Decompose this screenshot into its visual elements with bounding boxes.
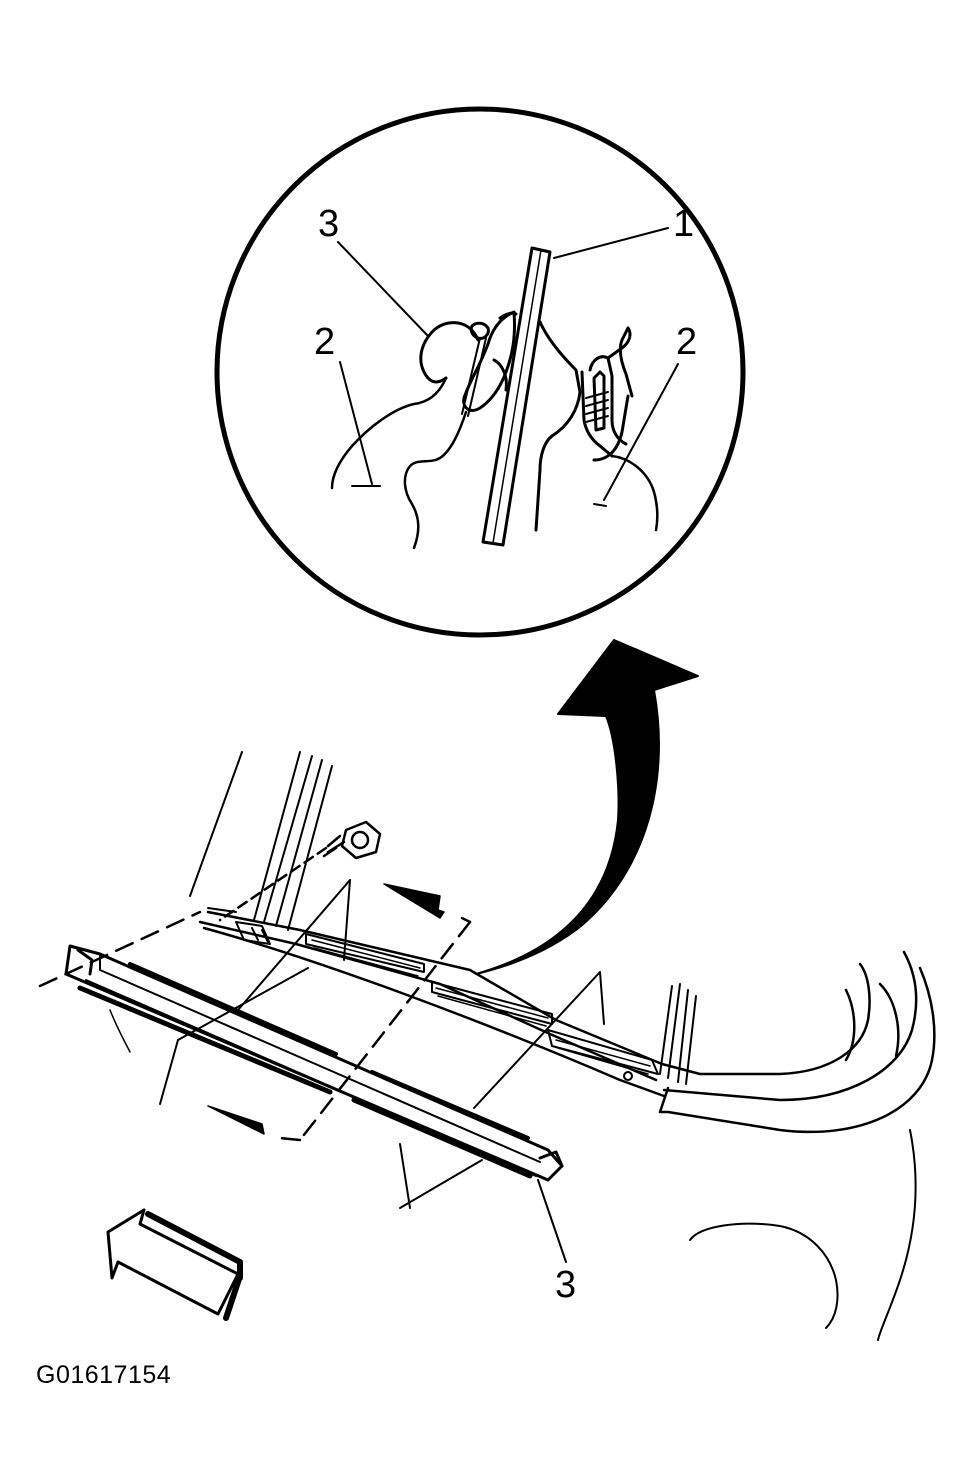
main-leader-lines	[159, 879, 605, 1263]
door-pillar	[189, 751, 333, 931]
vehicle-door-view	[38, 751, 936, 1341]
window-glass	[481, 246, 552, 547]
rear-pillar	[659, 983, 697, 1085]
callout-panel-left: 2	[314, 321, 336, 363]
callout-panel-right: 2	[676, 321, 698, 363]
detail-leader-lines	[337, 227, 679, 501]
callout-glass: 1	[673, 203, 695, 245]
detail-view	[214, 106, 746, 638]
callout-molding-detail: 3	[318, 203, 340, 245]
front-direction-arrow	[106, 1208, 243, 1321]
detail-circle	[214, 106, 746, 638]
detail-body-panel-left	[330, 376, 468, 550]
detail-retainer-clip-right	[534, 320, 634, 532]
lower-body-panel	[109, 1009, 917, 1341]
detail-body-panel-right	[593, 454, 659, 532]
figure-id: G01617154	[36, 1361, 172, 1389]
callout-molding-main: 3	[555, 1264, 577, 1306]
fastener-screw	[218, 820, 382, 922]
slide-arrow-upper	[383, 883, 445, 919]
magnify-arrow	[475, 639, 699, 975]
slide-arrow-lower	[207, 1105, 265, 1135]
detail-weatherstrip-left	[419, 310, 518, 417]
installation-path	[38, 910, 472, 1142]
